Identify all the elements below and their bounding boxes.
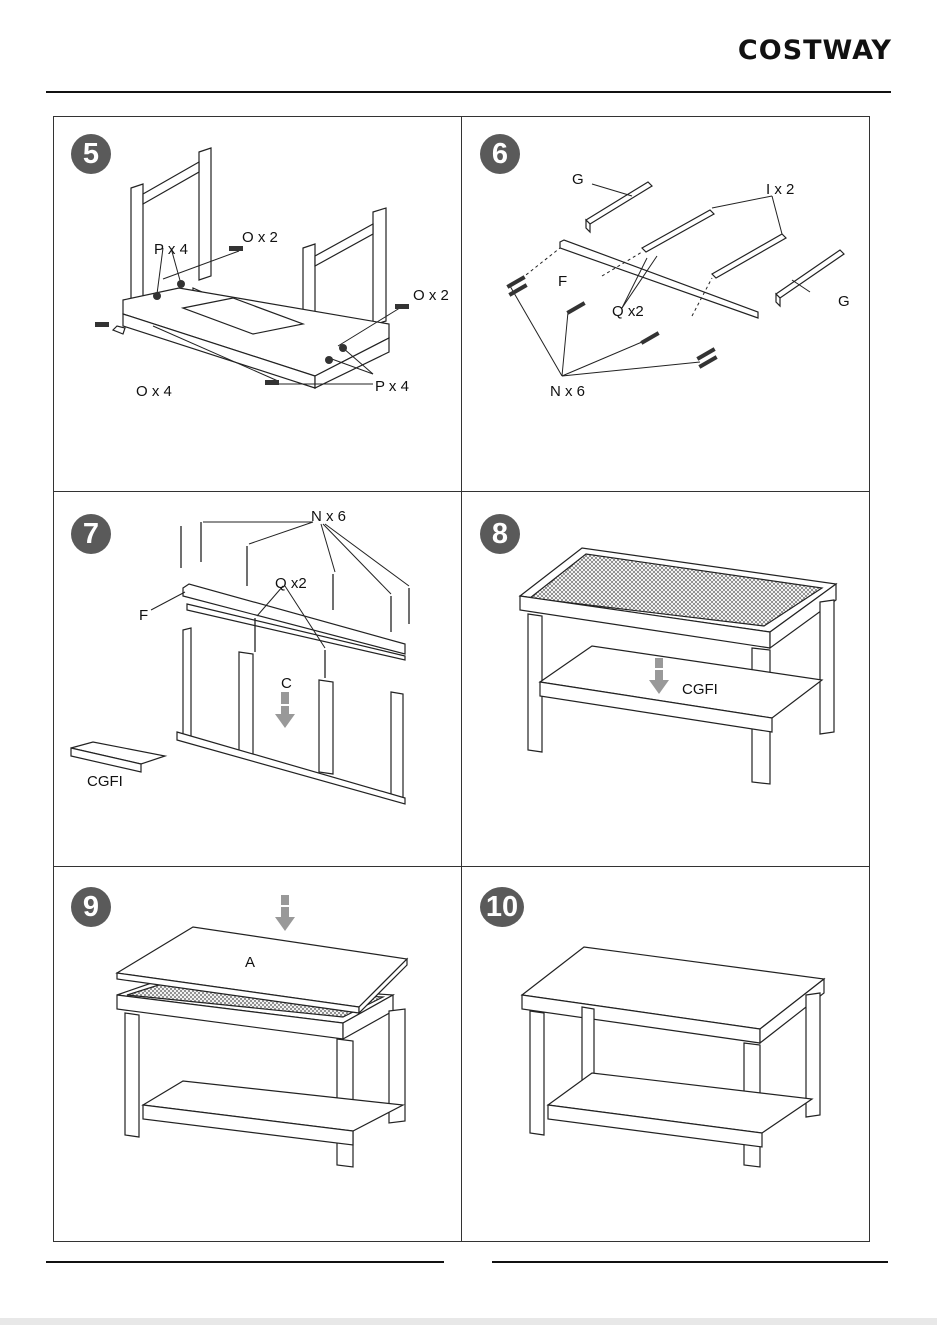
step-9-tabletop-diagram [53, 867, 461, 1242]
footer-rule-left [46, 1261, 444, 1263]
label-o-x4: O x 4 [136, 384, 172, 400]
step-6-rails-diagram [462, 116, 870, 491]
step-9-panel: 9 A [53, 867, 461, 1242]
label-n-x6: N x 6 [311, 509, 346, 525]
step-5-panel: 5 [53, 116, 461, 491]
label-cgfi: CGFI [682, 682, 718, 698]
label-c: C [281, 676, 292, 692]
step-10-finished-diagram [462, 867, 870, 1242]
label-n-x6: N x 6 [550, 384, 585, 400]
step-8-assembled-diagram [462, 492, 870, 866]
label-q-x2: Q x2 [612, 304, 644, 320]
label-q-x2: Q x2 [275, 576, 307, 592]
label-a: A [245, 955, 255, 971]
label-p-x4-top: P x 4 [154, 242, 188, 258]
step-6-panel: 6 [462, 116, 870, 491]
page-bottom-edge [0, 1318, 937, 1325]
step-7-shelf-diagram [53, 492, 461, 866]
label-f: F [139, 608, 148, 624]
label-o-x2-right: O x 2 [413, 288, 449, 304]
step-5-frame-diagram [53, 116, 461, 491]
step-10-panel: 10 [462, 867, 870, 1242]
step-7-panel: 7 [53, 492, 461, 866]
brand-logo: COSTWAY [710, 34, 892, 68]
label-o-x2-top: O x 2 [242, 230, 278, 246]
header-rule [46, 91, 891, 93]
label-f: F [558, 274, 567, 290]
label-i-x2: I x 2 [766, 182, 794, 198]
label-g-right: G [838, 294, 850, 310]
footer-rule-right [492, 1261, 888, 1263]
step-8-panel: 8 CGFI [462, 492, 870, 866]
label-p-x4-bottom: P x 4 [375, 379, 409, 395]
label-g-top: G [572, 172, 584, 188]
label-cgfi: CGFI [87, 774, 123, 790]
